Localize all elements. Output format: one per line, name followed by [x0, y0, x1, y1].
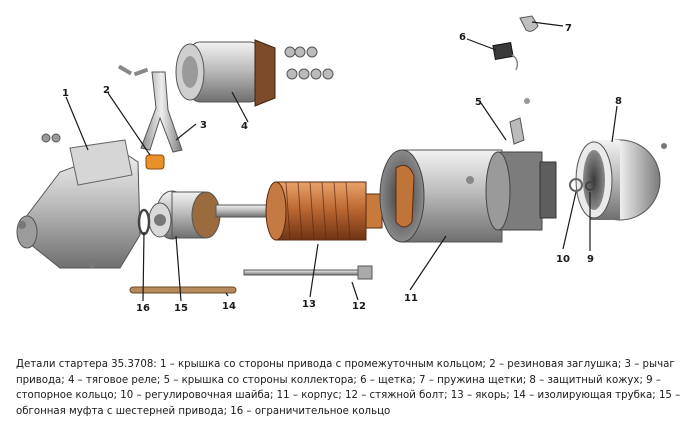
overrunning-clutch-part: [148, 190, 221, 240]
solenoid-relay-part: [175, 39, 334, 107]
brush-part: [492, 41, 519, 71]
label-13: 13: [302, 299, 316, 310]
rubber-plug-part: [145, 154, 165, 170]
adjusting-washer-part: [569, 178, 583, 192]
label-12: 12: [352, 301, 366, 312]
label-4: 4: [241, 121, 248, 132]
label-3: 3: [200, 120, 207, 131]
drive-lever-part: [117, 64, 183, 153]
insulating-tube-part: [129, 286, 237, 294]
leader-lines: [65, 21, 618, 302]
label-14: 14: [222, 301, 236, 312]
commutator-end-cover-part: [485, 98, 557, 231]
label-8: 8: [615, 96, 622, 107]
tie-bolt-part: [243, 265, 373, 280]
starter-exploded-diagram: 1 2 3 4 5 6 7 8 9 10 11 12 13 14 15 16: [16, 15, 667, 314]
retaining-ring-part: [585, 181, 595, 191]
figure-caption: Детали стартера 35.3708: 1 – крышка со с…: [16, 359, 681, 417]
label-1: 1: [62, 88, 69, 99]
label-2: 2: [103, 85, 110, 96]
drive-end-cover-part: [16, 133, 141, 269]
label-5: 5: [475, 97, 482, 108]
brush-spring-part: [519, 15, 539, 32]
housing-part: [379, 149, 503, 243]
limiting-ring-part: [137, 208, 151, 236]
label-11: 11: [404, 293, 418, 304]
label-7: 7: [565, 23, 572, 34]
armature-part: [215, 181, 397, 241]
label-16: 16: [136, 303, 150, 314]
label-15: 15: [174, 303, 188, 314]
label-9: 9: [587, 254, 594, 265]
protective-casing-part: [575, 139, 667, 221]
label-6: 6: [459, 32, 466, 43]
label-10: 10: [556, 254, 570, 265]
